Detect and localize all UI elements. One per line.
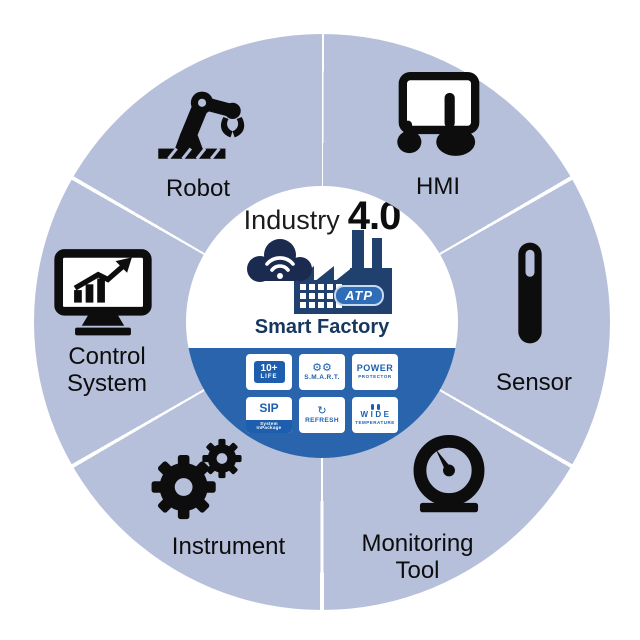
segment-label-robot: Robot: [165, 175, 231, 202]
life-badge-box: 10+ LIFE: [253, 360, 285, 384]
badge-life: 10+ LIFE: [246, 354, 292, 390]
badge-wide-temperature: WIDE TEMPERATURE: [352, 397, 398, 433]
sip-badge-strip: System InPackage: [246, 419, 292, 433]
life-badge-top: 10+: [260, 362, 278, 374]
badge-row-1: 10+ LIFE ⚙⚙ S.M.A.R.T. POWER PROTECTOR: [246, 354, 398, 390]
gear-pair-icon: ⚙⚙: [312, 361, 332, 375]
sip-badge-line2: System: [260, 420, 278, 426]
monitor-chart-icon: [50, 242, 156, 342]
sip-badge-top: SIP: [259, 400, 279, 415]
smart-factory-label: Smart Factory: [254, 316, 390, 338]
refresh-badge-label: REFRESH: [305, 417, 339, 425]
life-badge-bottom: LIFE: [260, 374, 278, 381]
badge-sip: SIP System InPackage: [246, 397, 292, 433]
badge-row-2: SIP System InPackage ↻ REFRESH WIDE TEMP…: [246, 397, 398, 433]
power-badge-top: POWER: [356, 362, 394, 373]
center-hub: Industry 4.0: [186, 186, 458, 458]
atp-logo-badge: ATP: [334, 285, 385, 306]
segment-label-control-system: Control System: [66, 343, 147, 397]
badge-refresh: ↻ REFRESH: [299, 397, 345, 433]
badge-smart: ⚙⚙ S.M.A.R.T.: [299, 354, 345, 390]
segment-label-monitoring-tool: Monitoring Tool: [361, 530, 474, 584]
thermometer-sensor-icon: [512, 238, 548, 348]
refresh-arrow-icon: ↻: [317, 404, 327, 418]
badge-power-protector: POWER PROTECTOR: [352, 354, 398, 390]
smart-badge-label: S.M.A.R.T.: [304, 374, 340, 382]
robot-arm-icon: [140, 60, 260, 172]
segment-label-hmi: HMI: [416, 173, 460, 200]
power-badge-sub: PROTECTOR: [358, 374, 392, 380]
sip-badge-line3: InPackage: [256, 425, 282, 431]
wide-badge-top: WIDE: [360, 410, 392, 420]
technology-badges: 10+ LIFE ⚙⚙ S.M.A.R.T. POWER PROTECTOR S…: [186, 354, 458, 433]
wide-badge-sub: TEMPERATURE: [355, 419, 395, 425]
hmi-tablet-icon: [388, 62, 490, 170]
title-word: Industry: [243, 205, 340, 235]
segment-label-instrument: Instrument: [171, 533, 286, 560]
temperature-icons: [370, 404, 380, 411]
cloud-wifi-icon: [240, 234, 320, 288]
segment-label-sensor: Sensor: [495, 369, 573, 396]
